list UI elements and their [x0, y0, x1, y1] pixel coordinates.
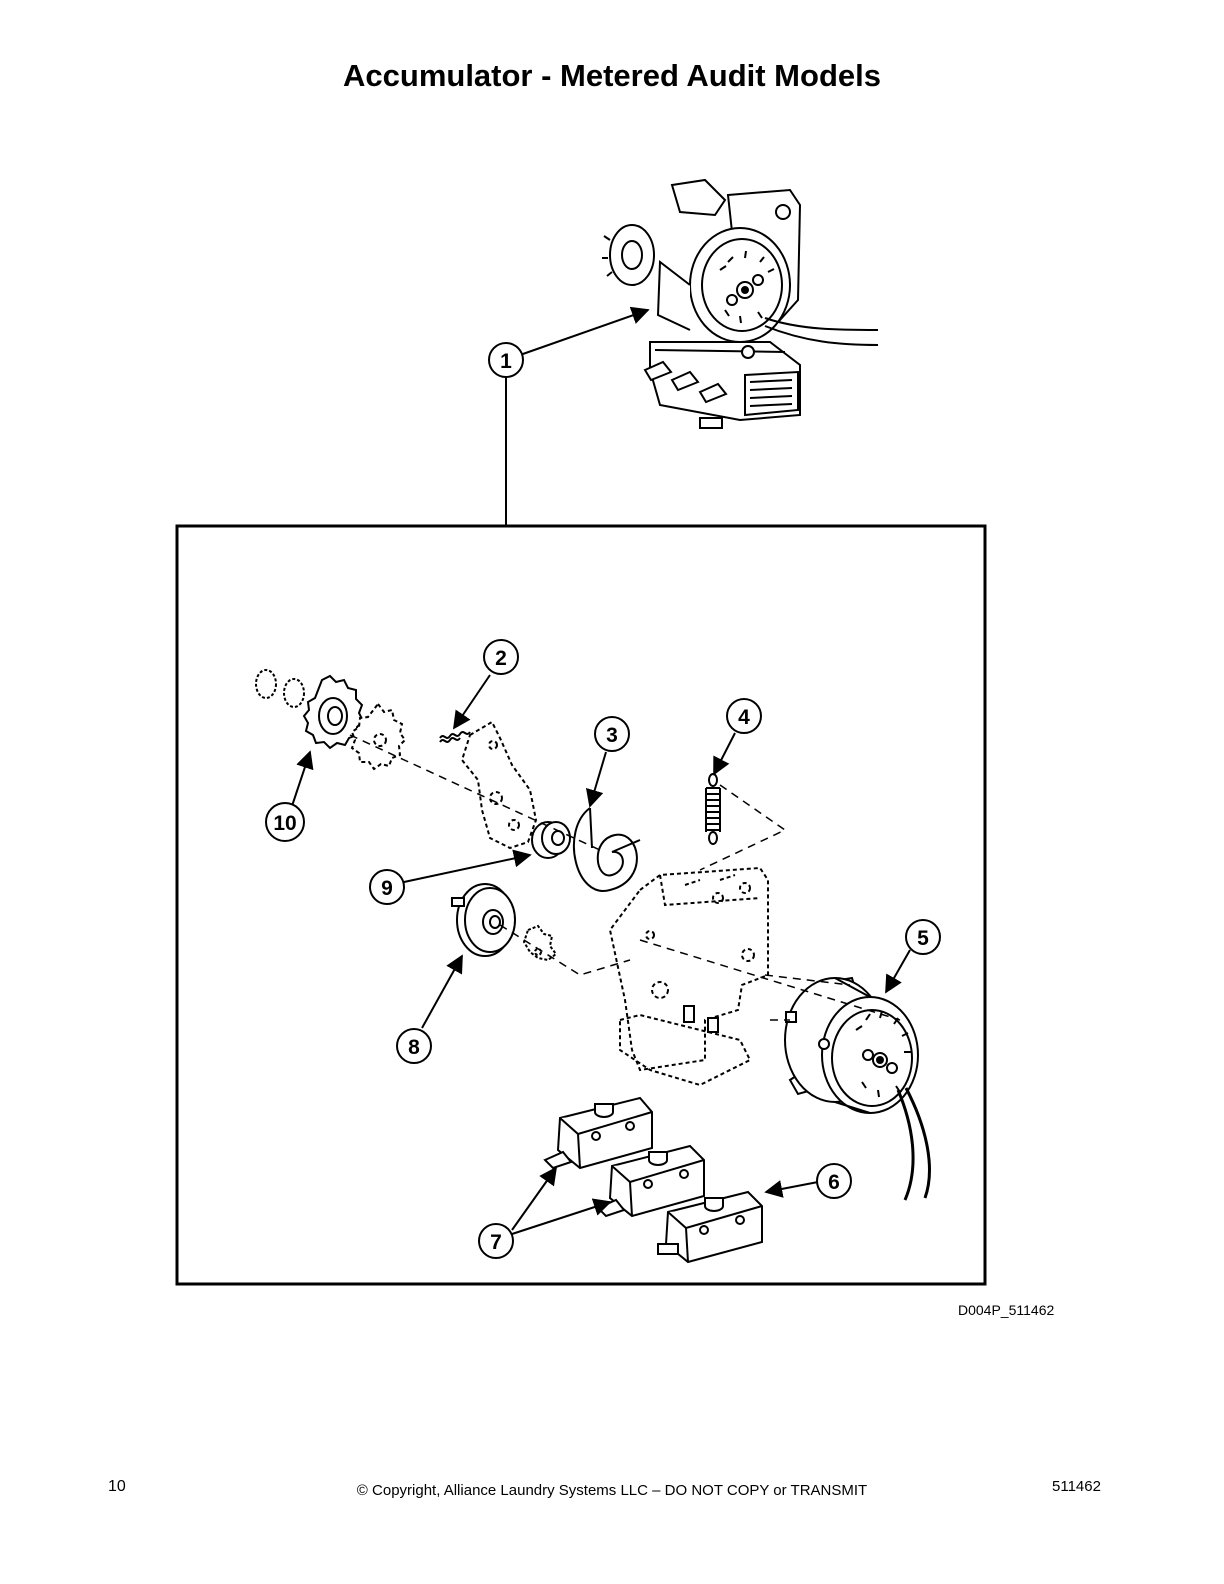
callout-1: 1 [488, 342, 524, 378]
callout-8-leader [421, 954, 463, 1029]
svg-text:1: 1 [500, 350, 512, 373]
dashed-bracket-frame [608, 866, 769, 1087]
footer-document-number: 511462 [1052, 1478, 1101, 1495]
callouts: 1 2 3 4 5 6 7 8 [265, 342, 941, 1259]
callout-7-leader-a [511, 1166, 558, 1231]
figure-code: D004P_511462 [958, 1302, 1055, 1318]
switch-lower-part-6 [657, 1190, 763, 1264]
switch-upper [543, 1096, 653, 1170]
retaining-clips [255, 669, 305, 708]
callout-2-leader [452, 674, 491, 730]
svg-text:10: 10 [273, 812, 296, 835]
svg-text:2: 2 [495, 647, 507, 670]
footer-page-number: 10 [108, 1478, 126, 1495]
cam-part-8 [451, 883, 516, 957]
assembled-accumulator-illustration [602, 178, 879, 429]
callout-7-leader-b [511, 1198, 612, 1235]
svg-text:9: 9 [381, 877, 393, 900]
svg-text:8: 8 [408, 1036, 420, 1059]
dashed-ratchet [522, 924, 558, 962]
callout-7: 7 [478, 1223, 514, 1259]
dashed-cam-plate [460, 720, 538, 850]
callout-3: 3 [594, 716, 630, 752]
svg-text:4: 4 [738, 706, 750, 729]
svg-text:3: 3 [606, 724, 618, 747]
assembly-guide-lines [349, 734, 901, 1021]
extension-spring-part-4 [705, 773, 721, 845]
callout-2: 2 [483, 639, 519, 675]
callout-4-leader [713, 732, 736, 776]
dashed-sprocket [350, 702, 407, 771]
callout-8: 8 [396, 1028, 432, 1064]
svg-text:5: 5 [917, 927, 929, 950]
sprocket-part-10 [302, 674, 365, 750]
small-spring-part-2 [439, 731, 471, 743]
callout-5-leader [885, 949, 911, 994]
callout-3-leader [585, 751, 607, 808]
motor-part-5 [784, 976, 931, 1201]
svg-text:7: 7 [490, 1231, 502, 1254]
callout-6: 6 [816, 1163, 852, 1199]
svg-text:6: 6 [828, 1171, 840, 1194]
footer-copyright: © Copyright, Alliance Laundry Systems LL… [356, 1482, 868, 1499]
callout-9: 9 [369, 869, 405, 905]
callout-4: 4 [726, 698, 762, 734]
callout-5: 5 [905, 919, 941, 955]
callout-10: 10 [265, 802, 305, 842]
callout-1-leader [519, 306, 650, 356]
callout-6-leader [764, 1180, 819, 1198]
coil-spring-part-3 [572, 807, 641, 892]
callout-10-leader [291, 750, 314, 807]
page-title: Accumulator - Metered Audit Models [343, 58, 881, 93]
exploded-view-frame [175, 524, 987, 1286]
bushing-part-9 [531, 821, 571, 859]
frame-screws [683, 1005, 719, 1033]
callout-9-leader [403, 849, 532, 883]
